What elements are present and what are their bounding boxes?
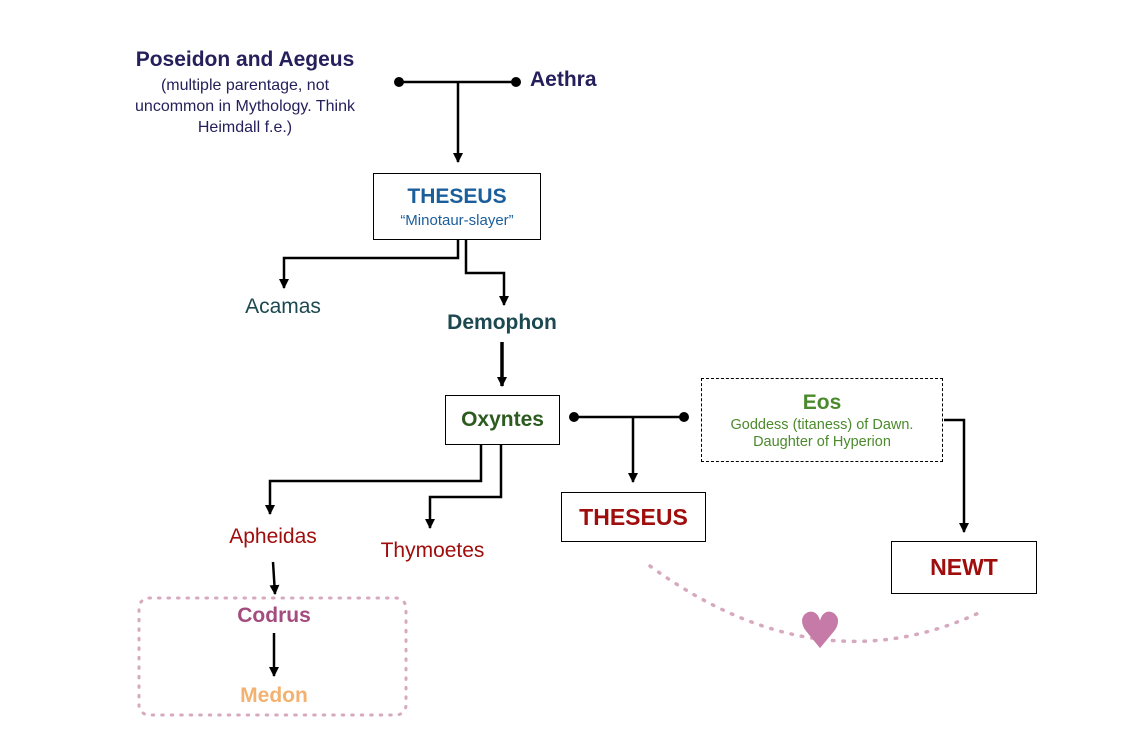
- dotted-love-arc: [648, 564, 987, 644]
- dotted-frame-codrus-medon: [137, 596, 408, 717]
- node-eos: Eos Goddess (titaness) of Dawn. Daughter…: [701, 378, 943, 462]
- node-aethra: Aethra: [530, 68, 597, 91]
- node-acamas: Acamas: [245, 295, 321, 318]
- eos-line-2: Daughter of Hyperion: [753, 433, 891, 450]
- node-apheidas: Apheidas: [229, 525, 317, 548]
- theseus-name: THESEUS: [407, 184, 507, 208]
- node-thymoetes: Thymoetes: [380, 539, 485, 562]
- node-poseidon-aegeus: Poseidon and Aegeus (multiple parentage,…: [95, 48, 395, 138]
- oxyntes-name: Oxyntes: [461, 408, 544, 431]
- eos-name: Eos: [802, 390, 842, 414]
- arrow-to-acamas: [279, 239, 460, 289]
- arrow-to-apheidas: [265, 444, 483, 515]
- theseus-epithet: “Minotaur-slayer”: [400, 211, 514, 229]
- node-medon: Medon: [240, 684, 308, 707]
- marriage-line-oxyntes-eos: [569, 412, 689, 422]
- newt-name: NEWT: [930, 554, 998, 580]
- arrow-eos-to-newt: [944, 418, 969, 533]
- node-codrus: Codrus: [237, 604, 311, 627]
- poseidon-note-3: Heimdall f.e.): [197, 119, 293, 136]
- node-oxyntes: Oxyntes: [445, 395, 560, 445]
- heart-icon: ♥: [797, 602, 843, 660]
- poseidon-note-2: uncommon in Mythology. Think: [135, 98, 355, 115]
- node-demophon: Demophon: [447, 311, 557, 334]
- poseidon-name: Poseidon and Aegeus: [135, 48, 355, 71]
- node-theseus: THESEUS “Minotaur-slayer”: [373, 173, 541, 240]
- arrow-to-codrus: [269, 561, 280, 595]
- eos-line-1: Goddess (titaness) of Dawn.: [730, 416, 914, 433]
- arrow-to-thymoetes: [425, 444, 503, 529]
- node-theseus-2: THESEUS: [561, 492, 706, 542]
- arrow-to-demophon: [464, 239, 509, 306]
- node-newt: NEWT: [891, 541, 1037, 594]
- theseus-2-name: THESEUS: [579, 503, 688, 530]
- poseidon-note-1: (multiple parentage, not: [160, 77, 330, 94]
